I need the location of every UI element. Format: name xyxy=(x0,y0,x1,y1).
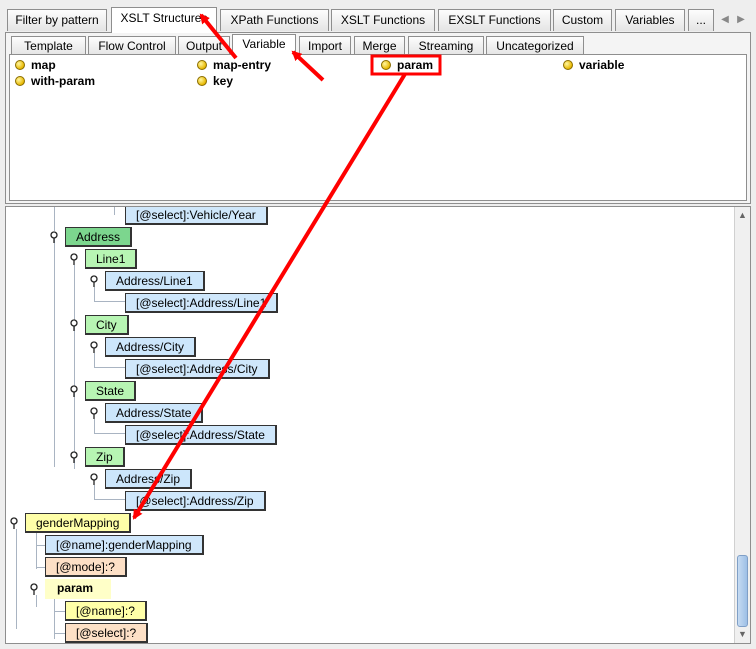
palette-item-label: map xyxy=(31,58,56,72)
bullet-icon xyxy=(381,60,391,70)
tab-xpath-functions[interactable]: XPath Functions xyxy=(220,9,329,31)
structure-panel: Template Flow Control Output Variable Im… xyxy=(5,32,751,204)
expand-pin-icon[interactable] xyxy=(69,385,79,397)
palette-item-variable[interactable]: variable xyxy=(563,57,624,73)
tab-import[interactable]: Import xyxy=(299,36,351,55)
bullet-icon xyxy=(15,60,25,70)
tree-node-path[interactable]: Address/Line1 xyxy=(105,271,205,291)
expand-pin-icon[interactable] xyxy=(89,407,99,419)
tree-node-param[interactable]: param xyxy=(45,579,112,599)
tab-xslt-functions[interactable]: XSLT Functions xyxy=(331,9,435,31)
palette-item-label: map-entry xyxy=(213,58,272,72)
expand-pin-icon[interactable] xyxy=(49,231,59,243)
tree-node-attribute-unset[interactable]: [@mode]:? xyxy=(45,557,127,577)
tree-node-path[interactable]: Address/State xyxy=(105,403,204,423)
palette-item-param[interactable]: param xyxy=(381,57,433,73)
tab-output[interactable]: Output xyxy=(178,36,230,55)
tree-node-select[interactable]: [@select]:Address/State xyxy=(125,425,277,445)
palette-item-label: with-param xyxy=(31,74,96,88)
scrollbar-thumb[interactable] xyxy=(737,555,748,627)
tree-node-attribute-unset[interactable]: [@select]:? xyxy=(65,623,149,643)
tab-xslt-structures[interactable]: XSLT Structures xyxy=(111,7,217,33)
tab-variables[interactable]: Variables xyxy=(615,9,685,31)
tab-custom[interactable]: Custom xyxy=(553,9,612,31)
palette-item-label: variable xyxy=(579,58,625,72)
palette-item-key[interactable]: key xyxy=(197,73,233,89)
palette-item-map[interactable]: map xyxy=(15,57,56,73)
palette-item-map-entry[interactable]: map-entry xyxy=(197,57,271,73)
tree-node-element[interactable]: Zip xyxy=(85,447,125,467)
scroll-up-icon[interactable]: ▲ xyxy=(738,210,747,220)
tree-node-attribute[interactable]: [@name]:genderMapping xyxy=(45,535,204,555)
tab-filter-by-pattern[interactable]: Filter by pattern xyxy=(7,9,107,31)
tree-node-element[interactable]: Address xyxy=(65,227,133,247)
vertical-scrollbar[interactable]: ▲ ▼ xyxy=(734,207,750,643)
expand-pin-icon[interactable] xyxy=(69,253,79,265)
tree-node-path[interactable]: Address/City xyxy=(105,337,197,357)
tree-node-element[interactable]: Line1 xyxy=(85,249,138,269)
mapping-tree: [@select]:Vehicle/Year Address Line1 Add… xyxy=(5,206,751,644)
expand-pin-icon[interactable] xyxy=(89,473,99,485)
tree-node-template[interactable]: genderMapping xyxy=(25,513,132,533)
structure-category-tabs: Filter by pattern XSLT Structures XPath … xyxy=(0,0,756,33)
expand-pin-icon[interactable] xyxy=(29,583,39,595)
tree-node-path[interactable]: Address/Zip xyxy=(105,469,193,489)
palette-item-label: param xyxy=(397,58,434,72)
expand-pin-icon[interactable] xyxy=(69,319,79,331)
tree-node-element[interactable]: City xyxy=(85,315,129,335)
expand-pin-icon[interactable] xyxy=(89,275,99,287)
tab-exslt-functions[interactable]: EXSLT Functions xyxy=(438,9,551,31)
tree-node-select[interactable]: [@select]:Vehicle/Year xyxy=(125,207,268,225)
tab-more[interactable]: ... xyxy=(688,9,714,31)
structure-palette: map map-entry param variable with-param … xyxy=(9,54,747,201)
tree-node-attribute-unset[interactable]: [@name]:? xyxy=(65,601,147,621)
tree-node-select[interactable]: [@select]:Address/Zip xyxy=(125,491,266,511)
bullet-icon xyxy=(197,76,207,86)
tree-node-select[interactable]: [@select]:Address/City xyxy=(125,359,270,379)
bullet-icon xyxy=(563,60,573,70)
palette-item-with-param[interactable]: with-param xyxy=(15,73,95,89)
palette-item-label: key xyxy=(213,74,234,88)
tab-uncategorized[interactable]: Uncategorized xyxy=(486,36,584,55)
arrow-left-icon[interactable]: ◀ xyxy=(721,14,729,25)
expand-pin-icon[interactable] xyxy=(9,517,19,529)
expand-pin-icon[interactable] xyxy=(89,341,99,353)
tab-template[interactable]: Template xyxy=(11,36,86,55)
tab-flow-control[interactable]: Flow Control xyxy=(88,36,176,55)
tab-variable[interactable]: Variable xyxy=(232,34,296,56)
expand-pin-icon[interactable] xyxy=(69,451,79,463)
bullet-icon xyxy=(15,76,25,86)
tab-merge[interactable]: Merge xyxy=(354,36,405,55)
bullet-icon xyxy=(197,60,207,70)
arrow-right-icon[interactable]: ▶ xyxy=(737,14,745,25)
tree-node-element[interactable]: State xyxy=(85,381,137,401)
scroll-down-icon[interactable]: ▼ xyxy=(738,629,747,639)
tree-node-select[interactable]: [@select]:Address/Line1 xyxy=(125,293,279,313)
tab-streaming[interactable]: Streaming xyxy=(408,36,484,55)
